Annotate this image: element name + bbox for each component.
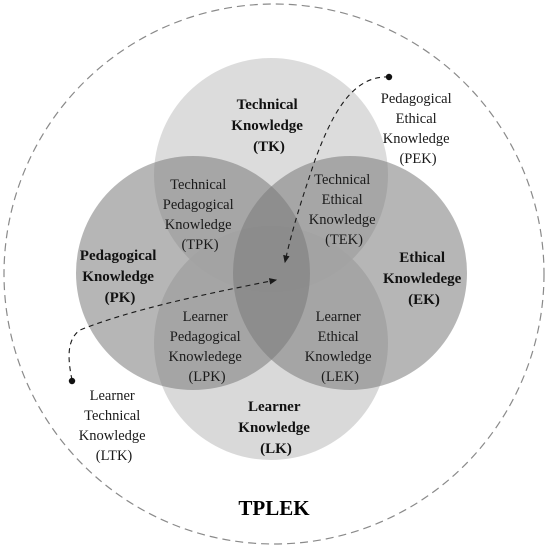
tk-label: Technical Knowledge (TK) <box>231 97 306 155</box>
pek-callout-label: Pedagogical Ethical Knowledge (PEK) <box>381 91 456 167</box>
ltk-connector-line <box>68 278 278 381</box>
diagram-title: TPLEK <box>238 496 310 520</box>
pk-label: Pedagogical Knowledge (PK) <box>80 248 160 306</box>
outer-boundary-circle <box>3 3 545 545</box>
lek-label: Learner Ethical Knowledge (LEK) <box>305 309 375 385</box>
lpk-label: Learner Pedagogical Knowledege (LPK) <box>169 309 246 385</box>
tek-label: Technical Ethical Knowledge (TEK) <box>309 172 379 248</box>
ek-label: Ethical Knowledege (EK) <box>383 250 465 308</box>
ltk-connector-dot <box>68 377 76 385</box>
pek-connector-dot <box>385 73 393 81</box>
tpk-label: Technical Pedagogical Knowledge (TPK) <box>163 177 238 253</box>
lk-label: Learner Knowledge (LK) <box>238 399 313 457</box>
pek-connector-line <box>283 76 390 264</box>
ek-circle <box>233 156 467 390</box>
ltk-callout-label: Learner Technical Knowledge (LTK) <box>79 388 149 464</box>
